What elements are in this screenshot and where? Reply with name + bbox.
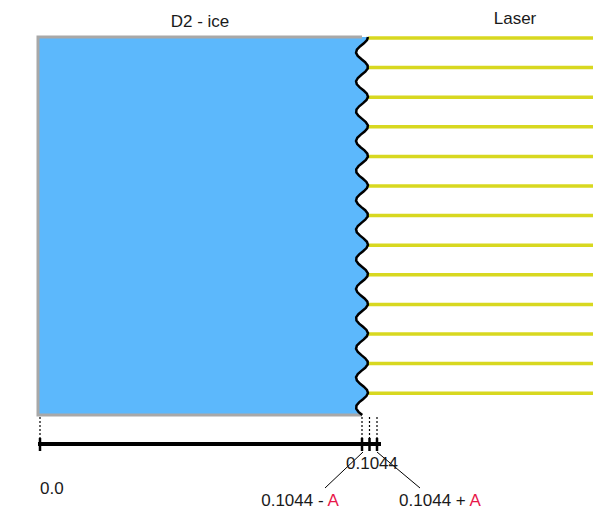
axis-value: 0.0 bbox=[40, 480, 64, 499]
ice-border bbox=[38, 37, 362, 415]
ice-fill bbox=[38, 37, 368, 415]
ice-shape bbox=[38, 37, 374, 415]
laser-beam bbox=[368, 36, 593, 40]
laser-beam bbox=[368, 391, 593, 395]
laser-beam bbox=[368, 184, 593, 188]
leader-lines bbox=[325, 452, 420, 488]
laser-beam bbox=[368, 66, 593, 70]
laser-label: Laser bbox=[494, 10, 537, 29]
laser-beam bbox=[368, 125, 593, 129]
wavy-surface bbox=[356, 37, 368, 415]
block-title: D2 - ice bbox=[171, 13, 230, 32]
laser-beam bbox=[368, 95, 593, 99]
projection-lines bbox=[40, 417, 377, 442]
laser-beams bbox=[368, 38, 593, 393]
axis-line bbox=[38, 442, 381, 446]
laser-beam bbox=[368, 303, 593, 307]
laser-beam bbox=[368, 243, 593, 247]
laser-beam bbox=[368, 273, 593, 277]
axis-value: 0.1044 bbox=[346, 455, 398, 474]
laser-beam bbox=[368, 362, 593, 366]
axis-ticks bbox=[40, 438, 377, 451]
ice-block: D2 - ice bbox=[38, 37, 362, 415]
laser-beam bbox=[368, 214, 593, 218]
laser-beam bbox=[368, 332, 593, 336]
axis-value: 0.1044 + A bbox=[399, 492, 481, 511]
axis-value: 0.1044 - A bbox=[261, 492, 339, 511]
laser-beam bbox=[368, 155, 593, 159]
